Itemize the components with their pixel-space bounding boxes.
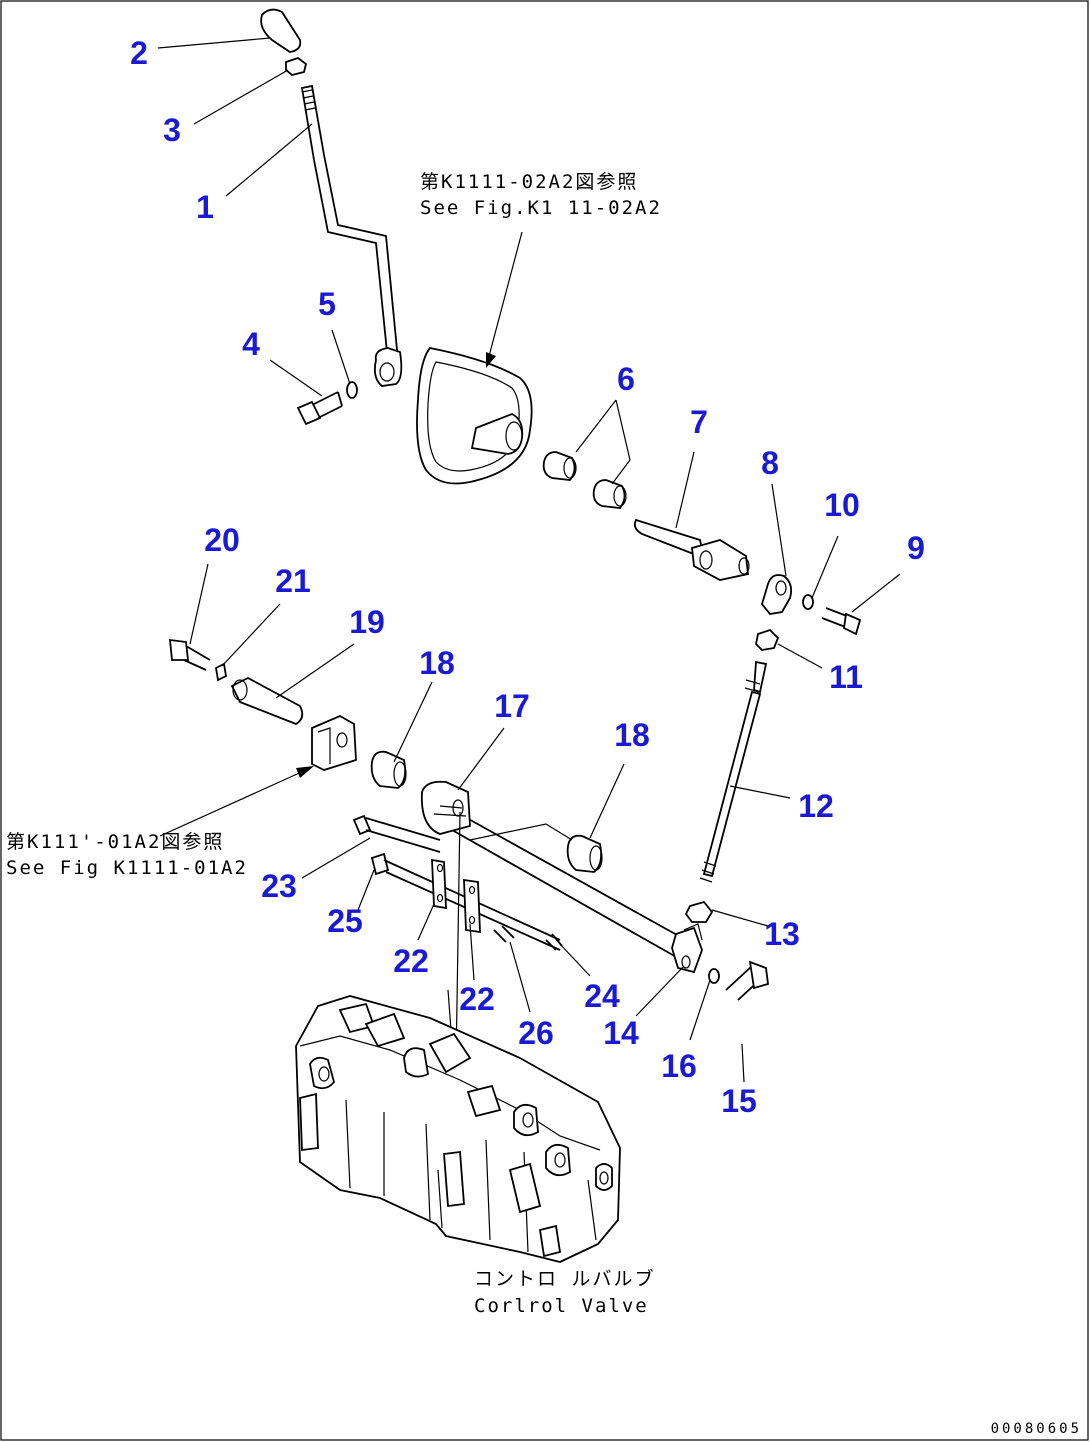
part-pin <box>230 676 304 725</box>
part-number-20: 20 <box>204 522 240 558</box>
valve-label-en: Corlrol Valve <box>474 1295 649 1317</box>
part-number-17: 17 <box>494 688 530 724</box>
part-number-11: 11 <box>829 659 863 695</box>
part-number-labels: 2 3 1 5 4 6 7 8 10 9 11 12 13 14 16 15 2… <box>130 35 925 1119</box>
leader-arrowheads <box>296 352 496 778</box>
part-number-26: 26 <box>518 1015 554 1051</box>
valve-label-jp: コントロ ルバルブ <box>474 1267 655 1290</box>
part-spacer-right <box>469 823 603 873</box>
part-number-12: 12 <box>798 788 834 824</box>
part-nut-top <box>285 56 308 76</box>
part-number-1: 1 <box>196 189 214 225</box>
leader-lines <box>157 37 901 1083</box>
figure-id: 00080605 <box>991 1421 1082 1437</box>
part-number-25: 25 <box>327 903 363 939</box>
part-spacer-left <box>370 750 407 789</box>
part-clevis <box>420 780 471 835</box>
part-drawings <box>168 8 862 1263</box>
part-number-5: 5 <box>318 286 336 322</box>
part-number-19: 19 <box>349 604 385 640</box>
part-clips <box>493 925 563 951</box>
part-number-22-left: 22 <box>393 943 429 979</box>
part-bolt-valve-lever <box>708 960 769 1001</box>
part-number-16: 16 <box>661 1048 697 1084</box>
part-lever <box>300 84 403 387</box>
part-bolt-rod-end <box>802 594 862 636</box>
part-valve-lever <box>451 811 703 974</box>
part-rod <box>699 660 768 883</box>
part-shaft-bracket <box>633 518 750 581</box>
part-number-9: 9 <box>907 530 925 566</box>
part-control-valve <box>295 995 621 1263</box>
part-nut-rod-lower <box>684 900 714 923</box>
part-housing <box>416 347 533 485</box>
part-number-3: 3 <box>163 112 181 148</box>
part-number-14: 14 <box>603 1015 639 1051</box>
reference-callouts: 第K1111-02A2図参照 See Fig.K1 11-02A2 第K111'… <box>6 171 662 1317</box>
part-number-23: 23 <box>261 868 297 904</box>
part-number-18-right: 18 <box>614 717 650 753</box>
part-rod-end <box>761 574 793 615</box>
part-number-24: 24 <box>584 978 620 1014</box>
part-bolt-left <box>168 638 227 682</box>
ref-top-jp: 第K1111-02A2図参照 <box>420 171 638 193</box>
part-mount-bracket <box>311 714 357 771</box>
part-number-22-right: 22 <box>459 981 495 1017</box>
ref-top-en: See Fig.K1 11-02A2 <box>420 197 662 219</box>
part-nut-rod <box>755 628 780 651</box>
part-number-7: 7 <box>690 404 708 440</box>
ref-left-jp: 第K111'-01A2図参照 <box>6 831 224 853</box>
part-number-8: 8 <box>761 445 779 481</box>
part-number-2: 2 <box>130 35 148 71</box>
part-bushing-pair <box>542 451 627 509</box>
part-number-21: 21 <box>275 563 311 599</box>
part-number-13: 13 <box>764 916 800 952</box>
part-number-15: 15 <box>721 1083 757 1119</box>
part-number-6: 6 <box>617 361 635 397</box>
part-bolt-lever <box>296 381 358 426</box>
part-number-18-left: 18 <box>419 645 455 681</box>
part-knob <box>260 8 302 53</box>
part-number-10: 10 <box>824 487 860 523</box>
part-lower-pins <box>352 814 561 951</box>
ref-left-en: See Fig K1111-01A2 <box>6 857 248 879</box>
part-number-4: 4 <box>242 326 260 362</box>
